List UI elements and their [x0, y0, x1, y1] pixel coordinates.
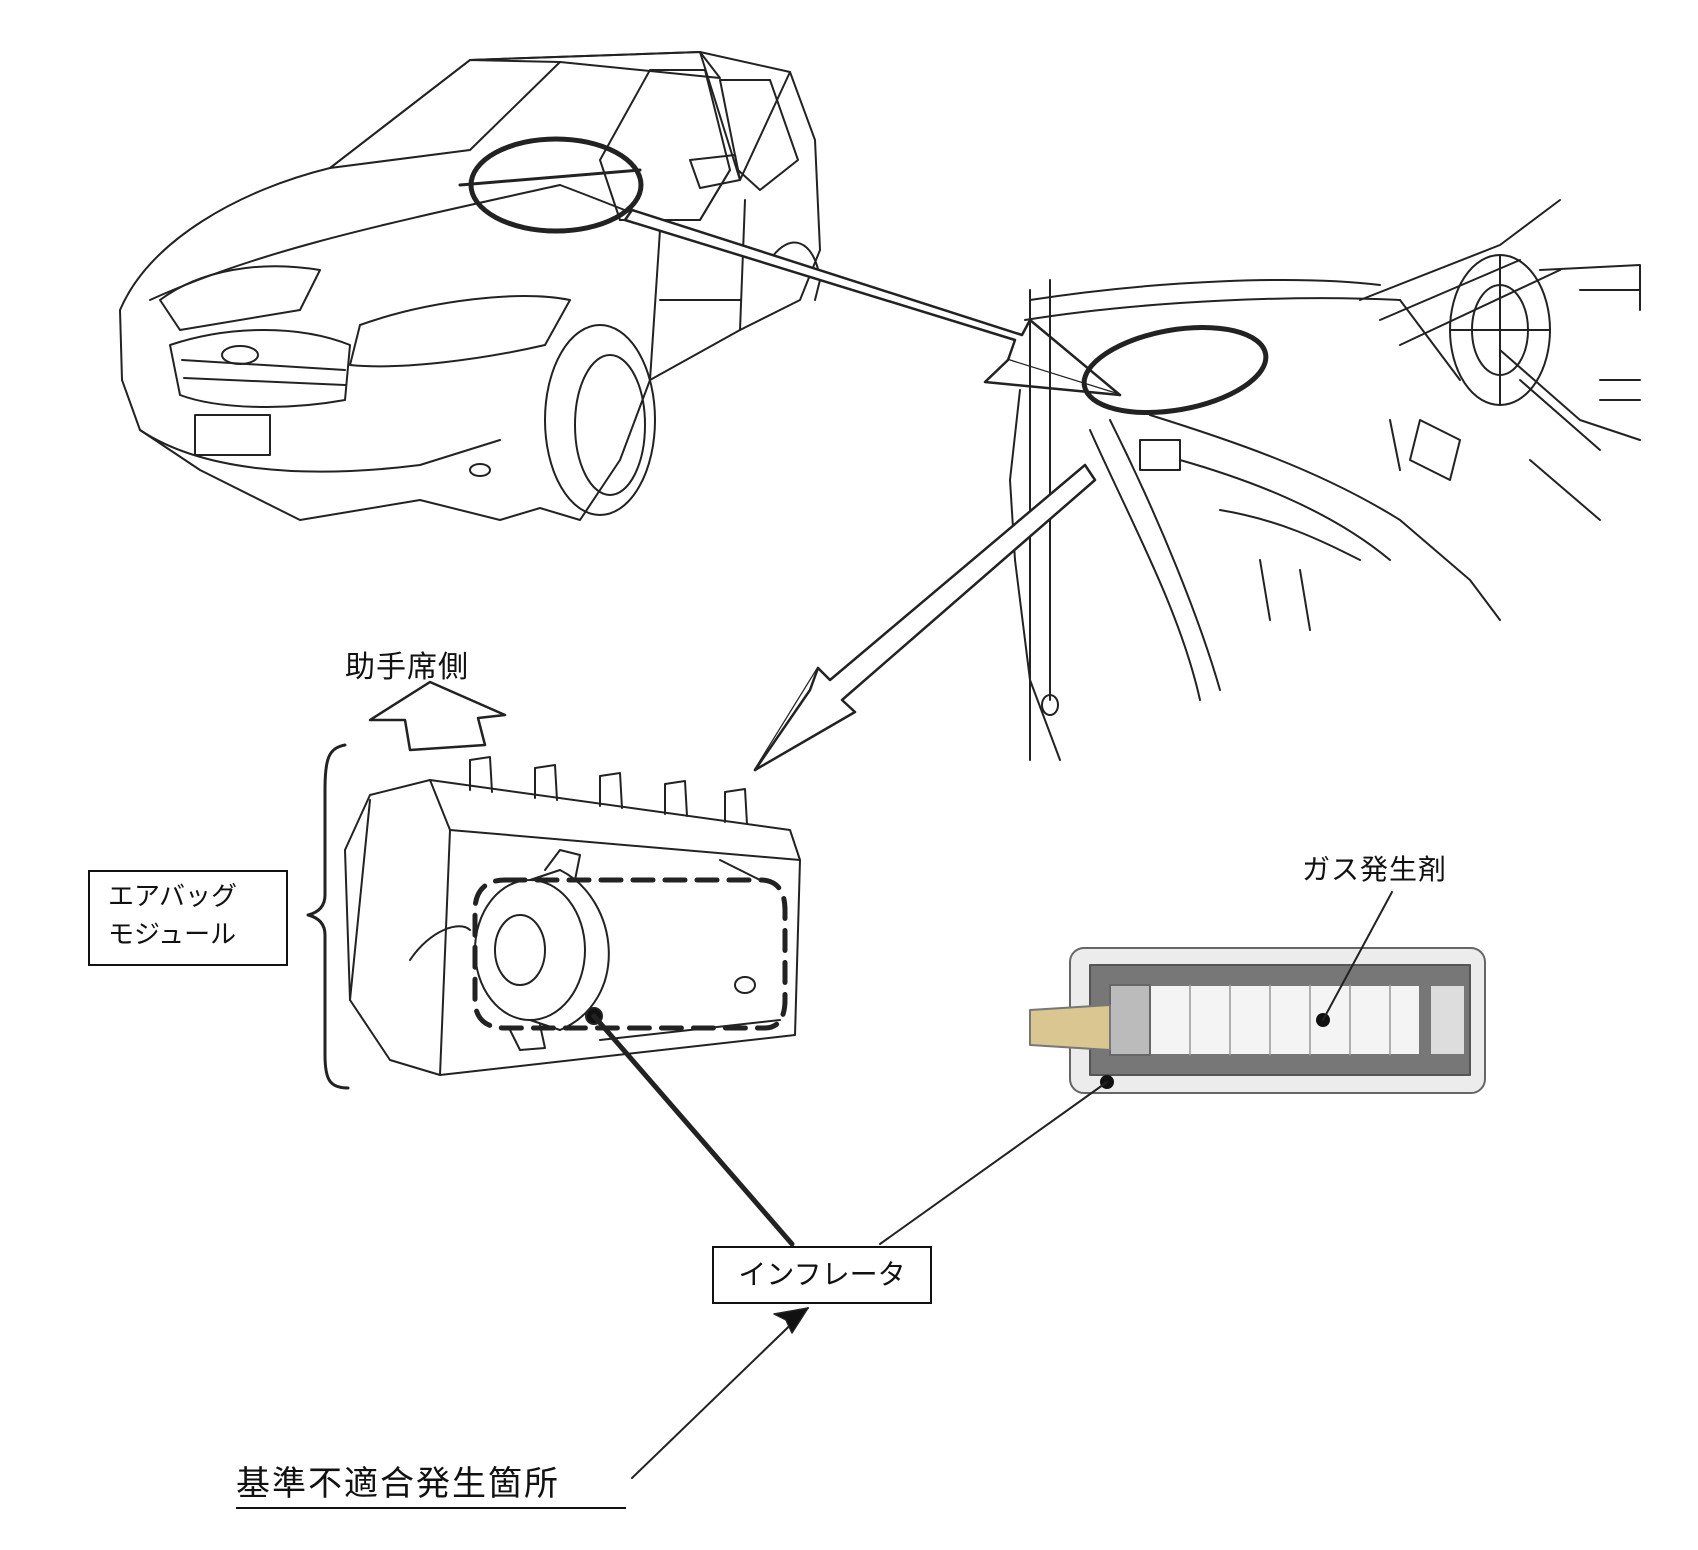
leader-gas-generant — [1322, 891, 1393, 1021]
inflator-dashed-outline — [472, 877, 788, 1031]
passenger-side-arrow — [368, 680, 507, 752]
arrow-car-to-dashboard — [623, 208, 1122, 397]
passenger-side-label: 助手席側 — [345, 650, 469, 685]
airbag-module-label: エアバッグ モジュール — [88, 870, 288, 966]
arrow-dashboard-to-module — [753, 463, 1097, 772]
car-illustration — [119, 51, 821, 521]
arrow-nonconformity — [631, 1307, 809, 1479]
nonconformity-location-label: 基準不適合発生箇所 — [236, 1456, 626, 1509]
module-brace — [306, 743, 350, 1090]
airbag-module-illustration — [306, 680, 801, 1090]
leader-inflator-to-section — [879, 1081, 1108, 1245]
inflator-cross-section — [1029, 947, 1486, 1094]
airbag-module-label-line2: モジュール — [108, 920, 237, 950]
dashboard-illustration — [1009, 199, 1641, 761]
gas-generant-label: ガス発生剤 — [1302, 853, 1448, 886]
leader-module-to-inflator — [591, 1013, 795, 1247]
inflator-label: インフレータ — [712, 1246, 932, 1304]
airbag-module-label-line1: エアバッグ — [108, 882, 237, 912]
dashboard-location-ellipse — [1081, 324, 1269, 416]
